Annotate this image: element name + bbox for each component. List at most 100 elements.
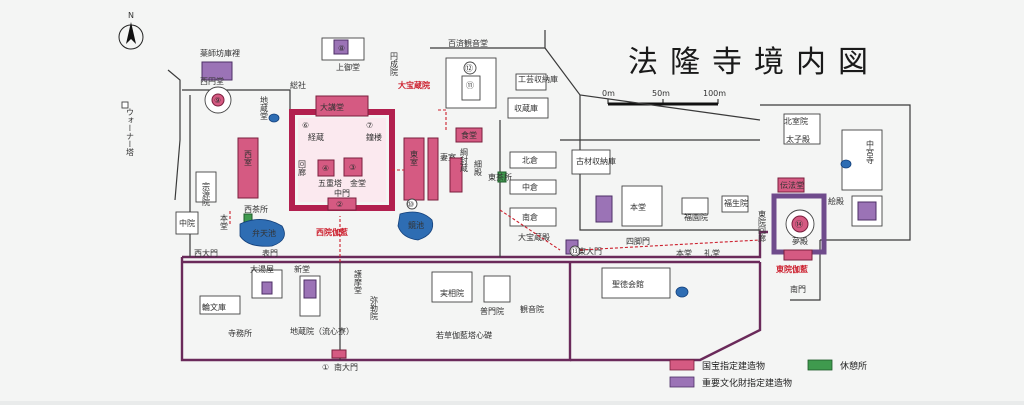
num-12: ⑫ bbox=[465, 64, 473, 73]
minamikura-label: 南倉 bbox=[522, 212, 538, 222]
scale-tick-50: 50m bbox=[652, 89, 670, 98]
legend-rest-area: 休憩所 bbox=[840, 360, 867, 372]
rinzo-label: 輪文庫 bbox=[202, 302, 226, 312]
shuhozo-label: 収蔵庫 bbox=[514, 103, 538, 113]
kitakura-label: 北倉 bbox=[522, 155, 538, 165]
shinzo-label: 新堂 bbox=[294, 264, 310, 274]
eshiden-label: 絵殿 bbox=[828, 196, 844, 206]
midaiin-label: 弥勒院 bbox=[370, 295, 379, 321]
raido-label: 礼堂 bbox=[704, 248, 720, 258]
num-14: ⑭ bbox=[795, 220, 803, 229]
jizoin-label: 地蔵院（流心寮） bbox=[290, 326, 354, 336]
visitor-route bbox=[229, 109, 761, 262]
warner-label: ウォーナー塔 bbox=[126, 108, 135, 157]
scale-bar: 0m 50m 100m bbox=[602, 89, 726, 106]
legend-national-treasure: 国宝指定建造物 bbox=[702, 360, 765, 372]
daiyuzan-label: 大湯屋 bbox=[250, 264, 274, 274]
scale-tick-0: 0m bbox=[602, 89, 615, 98]
chuin-label: 中院 bbox=[179, 218, 195, 228]
num-10: ⑩ bbox=[407, 200, 414, 209]
kenjuin-label: 護摩堂 bbox=[354, 269, 363, 294]
higashichaya-label: 東茶所 bbox=[488, 172, 512, 182]
nishimuro-label: 西室 bbox=[244, 150, 253, 166]
legend: 国宝指定建造物 休憩所 重要文化財指定建造物 bbox=[669, 359, 867, 389]
enjoin-label: 円成院 bbox=[390, 52, 399, 77]
kondo-label: 金堂 bbox=[350, 178, 366, 188]
kodo-label: 大講堂 bbox=[320, 102, 344, 112]
kannonin-label: 観音院 bbox=[520, 304, 544, 314]
toin-compound: 伝法堂 ⑭ 夢殿 東院伽藍 南門 東院回廊 絵殿 北室院 太子殿 中宮寺 bbox=[758, 113, 883, 294]
num-6: ⑥ bbox=[302, 121, 309, 130]
north-label: N bbox=[128, 11, 134, 20]
num-13: ⑬ bbox=[571, 247, 579, 256]
roads bbox=[167, 30, 911, 362]
yumedono-label: 夢殿 bbox=[792, 236, 808, 246]
kagami-label: 鏡池 bbox=[408, 220, 424, 230]
num-1: ① bbox=[322, 363, 329, 372]
toin-label: 東院伽藍 bbox=[776, 264, 808, 274]
nandaimon-label: 南大門 bbox=[334, 362, 358, 372]
chuguji-label: 中宮寺 bbox=[866, 139, 875, 164]
saiden-label: 細殿 bbox=[474, 159, 483, 177]
south-area: 西大門 表門 大湯屋 輪文庫 寺務所 新堂 地蔵院（流心寮） 護摩堂 弥勒院 実… bbox=[194, 248, 720, 372]
jizodo-label: 地蔵堂 bbox=[260, 95, 269, 120]
num-7: ⑦ bbox=[366, 121, 373, 130]
higashioomon-label: 東大門 bbox=[578, 246, 602, 256]
hondo2-label: 本堂 bbox=[630, 202, 646, 212]
benten-label: 弁天池 bbox=[252, 228, 276, 238]
fukuen-label: 福園院 bbox=[684, 212, 708, 222]
kaminomido-label: 上御堂 bbox=[336, 62, 360, 72]
daihozoden-label: 大宝蔵殿 bbox=[518, 232, 550, 242]
yakushibo-label: 薬師坊庫裡 bbox=[200, 48, 240, 58]
nakakura-label: 中倉 bbox=[522, 182, 538, 192]
num-8: ⑧ bbox=[338, 44, 345, 53]
kairo2-label: 東院回廊 bbox=[758, 209, 767, 243]
jitoin-label: 実相院 bbox=[440, 288, 464, 298]
denpodo-label: 伝法堂 bbox=[780, 180, 804, 190]
hondo3-label: 本堂 bbox=[676, 248, 692, 258]
taishiden-label: 太子殿 bbox=[786, 134, 810, 144]
chumon-label: 中門 bbox=[334, 188, 350, 198]
num-2: ② bbox=[336, 200, 343, 209]
fukusho-label: 福生院 bbox=[724, 198, 748, 208]
saiin-label: 西院伽藍 bbox=[316, 227, 348, 237]
saiendo-label: 西円堂 bbox=[200, 76, 224, 86]
legend-important-property: 重要文化財指定建造物 bbox=[702, 377, 792, 389]
wakakusa-label: 若草伽藍塔心礎 bbox=[436, 330, 492, 340]
hondo-label: 本堂 bbox=[220, 213, 229, 230]
num-11: ⑪ bbox=[466, 81, 474, 90]
fumon-label: 普門院 bbox=[480, 306, 504, 316]
nishichaya-label: 西茶所 bbox=[244, 204, 268, 214]
kofuzai-label: 古材収納庫 bbox=[576, 156, 616, 166]
kitamuro-label: 北室院 bbox=[784, 116, 808, 126]
map-title: 法隆寺境内図 bbox=[628, 45, 880, 80]
central-north: 円成院 百済観音堂 ⑫ ⑪ 大宝蔵院 工芸収納庫 収蔵庫 北倉 中倉 南倉 大宝… bbox=[390, 38, 749, 257]
num-3: ③ bbox=[349, 163, 356, 172]
shokudo-label: 食堂 bbox=[461, 130, 477, 140]
shotoku-label: 聖徳会館 bbox=[612, 279, 644, 289]
saiin-compound: 大講堂 ④ ③ 五重塔 金堂 中門 ② ⑥ 経蔵 ⑦ 鐘楼 回廊 西院伽藍 ⑧ … bbox=[121, 37, 512, 247]
shoro-label: 鐘楼 bbox=[366, 132, 382, 142]
nishioomon-label: 西大門 bbox=[194, 248, 218, 258]
sekimon-label: 四脚門 bbox=[626, 236, 650, 246]
jijumon-label: 寺務所 bbox=[228, 328, 252, 338]
minamimon-label: 南門 bbox=[790, 284, 806, 294]
scale-tick-100: 100m bbox=[703, 89, 726, 98]
daihozoin-label: 大宝蔵院 bbox=[398, 80, 430, 90]
hyakusai-label: 百済観音堂 bbox=[448, 38, 488, 48]
higashimuro-label: 東室 bbox=[410, 149, 419, 166]
num-9: ⑨ bbox=[214, 96, 221, 105]
kairo-label: 回廊 bbox=[298, 160, 307, 177]
omotemon-label: 表門 bbox=[262, 248, 278, 258]
kogyo-label: 工芸収納庫 bbox=[518, 74, 558, 84]
soja-label: 総社 bbox=[290, 80, 306, 90]
tsumamuro-label: 妻室 bbox=[440, 152, 456, 162]
kofuzo-label: 綱封蔵 bbox=[460, 147, 469, 173]
shutsuin-label: 宗源院 bbox=[202, 181, 211, 207]
gojunoto-label: 五重塔 bbox=[318, 178, 342, 188]
num-4: ④ bbox=[322, 164, 329, 173]
north-arrow-icon: N bbox=[118, 11, 144, 50]
kyozo-label: 経蔵 bbox=[308, 132, 324, 142]
